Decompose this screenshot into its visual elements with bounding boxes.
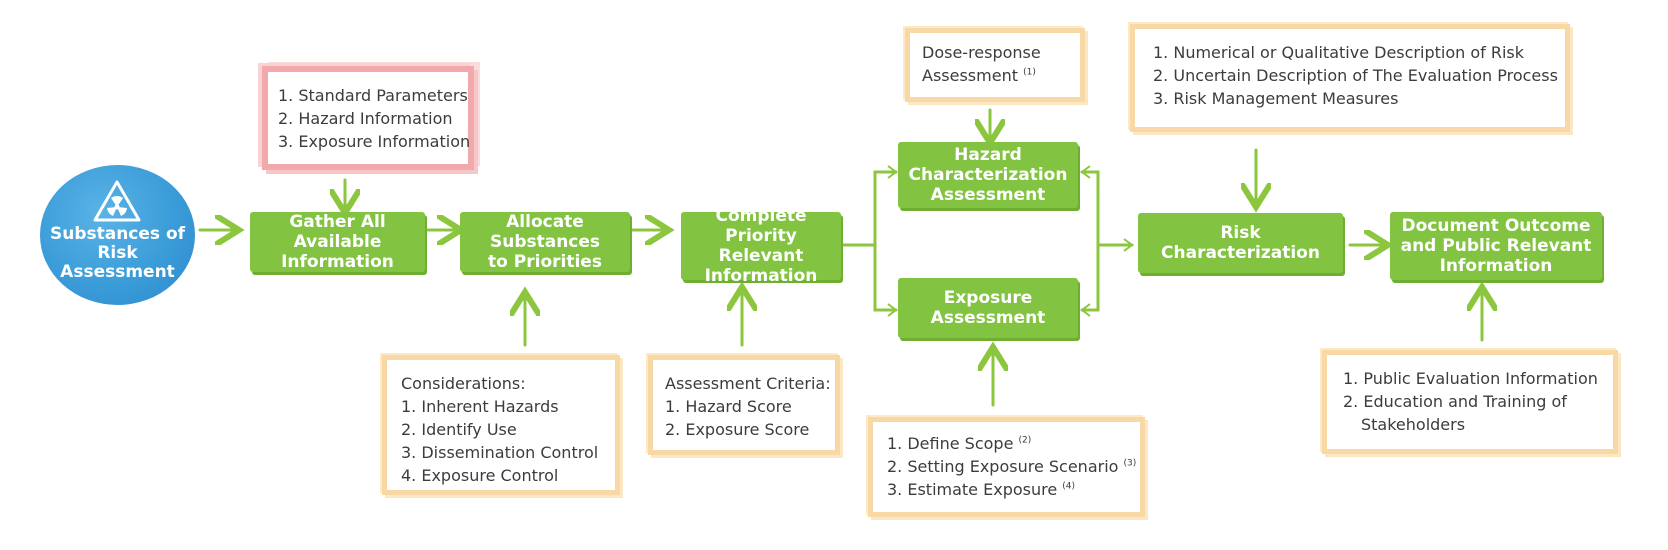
note-scope-item: 1. Define Scope (2) xyxy=(887,432,1126,455)
note-scope-text: 1. Define Scope xyxy=(887,434,1014,453)
step-exposure-line1: Exposure xyxy=(943,288,1033,308)
step-complete-line2: Priority Relevant xyxy=(718,226,804,266)
note-public-item: 2. Education and Training of xyxy=(1343,392,1567,411)
note-assessment-criteria: Assessment Criteria: 1. Hazard Score 2. … xyxy=(648,355,840,455)
step-gather-line1: Gather All Available xyxy=(289,212,386,252)
arrow-complete-to-branches xyxy=(840,170,898,312)
note-dose-line1: Dose-response xyxy=(922,43,1041,62)
note-criteria-heading: Assessment Criteria: xyxy=(665,374,831,393)
step-risk-line1: Risk Characterization xyxy=(1161,223,1320,263)
step-allocate-line2: to Priorities xyxy=(488,252,602,272)
step-hazard-line3: Assessment xyxy=(930,185,1046,205)
note-dose-response: Dose-response Assessment (1) xyxy=(905,28,1085,102)
note-scope-footnote: (2) xyxy=(1018,435,1032,446)
note-dose-line2: Assessment xyxy=(922,66,1018,85)
note-available-information: 1. Standard Parameters 2. Hazard Informa… xyxy=(262,66,474,170)
note-considerations: Considerations: 1. Inherent Hazards 2. I… xyxy=(382,355,620,495)
note-considerations-item: 3. Dissemination Control xyxy=(401,443,599,462)
note-public-item-cont: Stakeholders xyxy=(1361,415,1466,434)
step-document-line1: Document Outcome xyxy=(1401,216,1591,236)
note-considerations-item: 1. Inherent Hazards xyxy=(401,397,559,416)
note-info-item: 3. Exposure Information xyxy=(278,132,471,151)
note-scope-footnote: (4) xyxy=(1062,481,1076,492)
note-criteria-item: 1. Hazard Score xyxy=(665,397,792,416)
note-risk-item: 1. Numerical or Qualitative Description … xyxy=(1153,43,1525,62)
step-hazard-line1: Hazard xyxy=(954,145,1022,165)
note-considerations-item: 2. Identify Use xyxy=(401,420,517,439)
note-info-item: 1. Standard Parameters xyxy=(278,86,468,105)
note-exposure-steps: 1. Define Scope (2) 2. Setting Exposure … xyxy=(868,417,1145,517)
note-scope-footnote: (3) xyxy=(1123,458,1137,469)
note-considerations-heading: Considerations: xyxy=(401,374,526,393)
note-considerations-item: 4. Exposure Control xyxy=(401,466,559,485)
step-complete-line1: Complete xyxy=(715,206,807,226)
step-document-line3: Information xyxy=(1439,256,1553,276)
note-info-item: 2. Hazard Information xyxy=(278,109,453,128)
step-allocate-line1: Allocate Substances xyxy=(489,212,601,252)
note-public-information: 1. Public Evaluation Information 2. Educ… xyxy=(1322,350,1618,454)
note-risk-item: 3. Risk Management Measures xyxy=(1153,89,1399,108)
start-label-line1: Substances of xyxy=(49,224,186,244)
step-complete-priority-information: Complete Priority Relevant Information xyxy=(681,206,841,286)
note-dose-footnote: (1) xyxy=(1023,67,1036,78)
note-public-item: 1. Public Evaluation Information xyxy=(1343,369,1598,388)
step-gather-information: Gather All Available Information xyxy=(250,212,425,272)
start-label-line2: Risk Assessment xyxy=(60,243,175,282)
step-risk-characterization: Risk Characterization xyxy=(1138,213,1343,273)
step-exposure-assessment: Exposure Assessment xyxy=(898,278,1078,338)
note-scope-text: 2. Setting Exposure Scenario xyxy=(887,457,1119,476)
note-scope-item: 2. Setting Exposure Scenario (3) xyxy=(887,455,1136,478)
step-document-line2: and Public Relevant xyxy=(1400,236,1592,256)
arrow-branches-to-risk xyxy=(1080,170,1134,312)
step-document-outcome: Document Outcome and Public Relevant Inf… xyxy=(1390,212,1602,280)
note-dose-line2-wrap: Assessment (1) xyxy=(922,64,1068,87)
note-scope-text: 3. Estimate Exposure xyxy=(887,480,1058,499)
step-gather-line2: Information xyxy=(281,252,394,272)
note-criteria-item: 2. Exposure Score xyxy=(665,420,810,439)
note-scope-item: 3. Estimate Exposure (4) xyxy=(887,478,1126,501)
step-complete-line3: Information xyxy=(704,266,818,286)
note-risk-item: 2. Uncertain Description of The Evaluati… xyxy=(1153,66,1558,85)
step-exposure-line2: Assessment xyxy=(930,308,1046,328)
radiation-icon xyxy=(93,180,141,222)
step-hazard-line2: Characterization xyxy=(908,165,1068,185)
step-hazard-characterization: Hazard Characterization Assessment xyxy=(898,142,1078,208)
note-risk-description: 1. Numerical or Qualitative Description … xyxy=(1130,24,1570,132)
start-circle: Substances of Risk Assessment xyxy=(40,165,195,305)
step-allocate-priorities: Allocate Substances to Priorities xyxy=(460,212,630,272)
